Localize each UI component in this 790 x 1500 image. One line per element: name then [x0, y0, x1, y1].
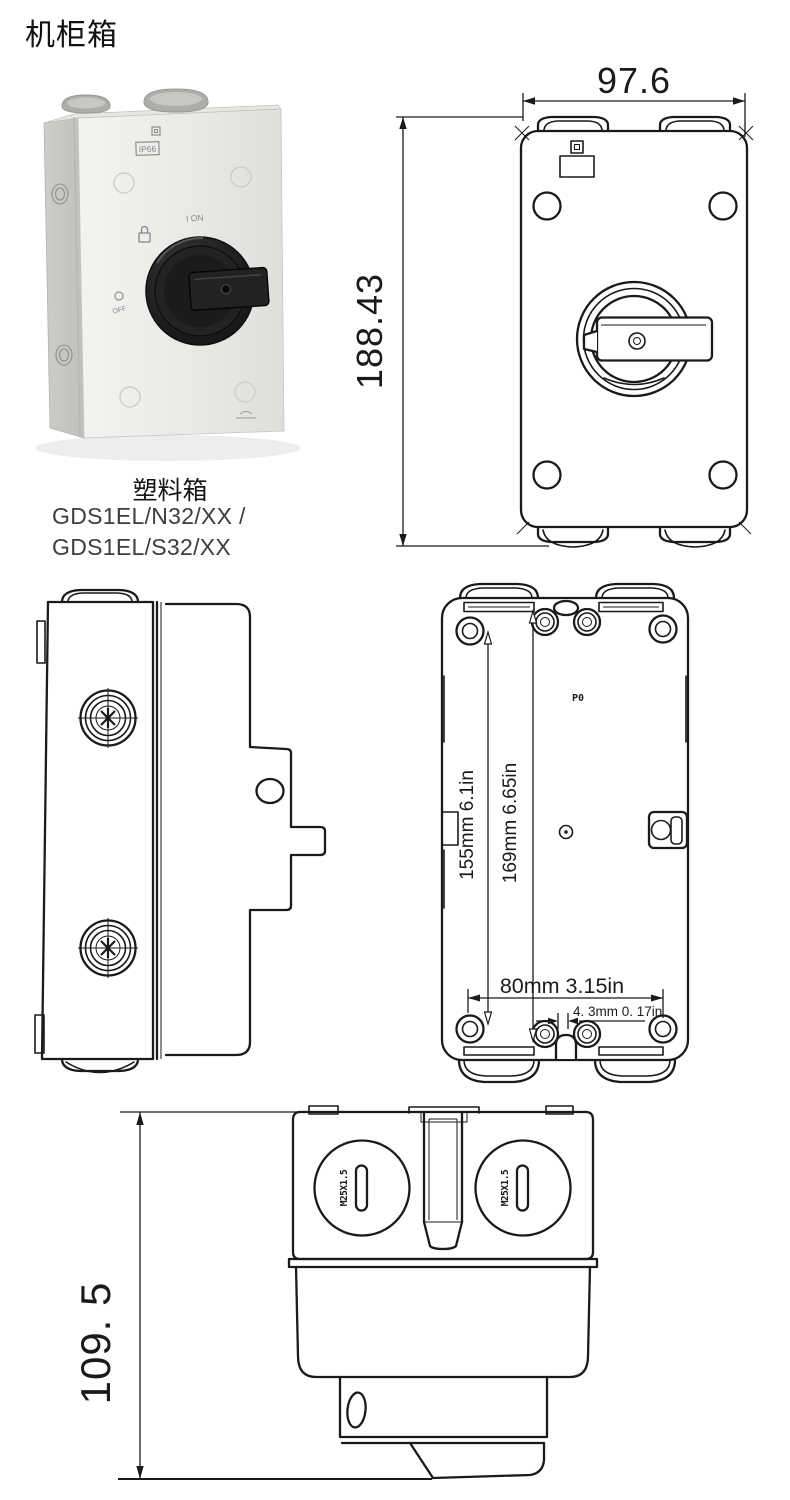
- top-dim-depth: 109. 5: [72, 1111, 432, 1480]
- side-view-drawing: [34, 588, 327, 1074]
- back-dim-80: 80mm 3.15in: [467, 974, 664, 1018]
- back-dim-80-label: 80mm 3.15in: [500, 974, 624, 998]
- product-models: GDS1EL/N32/XX / GDS1EL/S32/XX: [52, 501, 246, 563]
- photo-shadow: [36, 435, 300, 461]
- rotary-switch-knob: [145, 236, 270, 346]
- on-position-label: I ON: [186, 212, 204, 223]
- off-dot: [114, 291, 124, 301]
- back-dim-169-label: 169mm 6.65in: [500, 763, 521, 883]
- model-number-1: GDS1EL/N32/XX /: [52, 503, 246, 529]
- back-dim-slot: 4. 3mm 0. 17in: [536, 1004, 662, 1029]
- gland-thread-right-label: M25X1.5: [500, 1169, 511, 1206]
- front-enclosure: [514, 115, 754, 548]
- back-marking: P0: [572, 693, 584, 704]
- front-dim-width: 97.6: [522, 60, 746, 137]
- top-depth-dimension: 109. 5: [72, 1282, 119, 1405]
- square-icon: [151, 126, 161, 136]
- foot-logo-mark: [236, 411, 256, 419]
- model-number-2: GDS1EL/S32/XX: [52, 534, 232, 560]
- gland-thread-left-label: M25X1.5: [339, 1169, 350, 1206]
- ip-rating-plate: [135, 140, 160, 157]
- front-face-markings: IP66 I ON OFF: [51, 126, 256, 419]
- top-enclosure: M25X1.5 M25X1.5: [287, 1105, 599, 1480]
- back-dim-155: 155mm 6.1in: [457, 629, 493, 1027]
- product-caption: 塑料箱: [132, 477, 208, 505]
- top-view-drawing: 109. 5 M25X1.5 M25X1.5: [72, 1105, 599, 1480]
- product-photo: IP66 I ON OFF: [36, 88, 300, 461]
- side-knockouts: [51, 183, 73, 366]
- front-height-dimension: 188.43: [349, 273, 390, 389]
- back-dim-slot-label: 4. 3mm 0. 17in: [573, 1004, 662, 1019]
- cable-gland-caps: [61, 88, 209, 114]
- corner-screw-marks: [113, 166, 256, 408]
- back-view-drawing: P0 155mm 6.1in 169mm 6.65in 80mm 3.15in: [440, 582, 690, 1084]
- side-knockout-lower: [78, 918, 138, 978]
- back-dim-169: 169mm 6.65in: [500, 608, 538, 1044]
- side-enclosure: [34, 588, 327, 1074]
- front-dim-height: 188.43: [349, 116, 549, 547]
- ip-rating-label: IP66: [139, 144, 157, 155]
- page-title: 机柜箱: [25, 19, 118, 52]
- padlock-icon: [138, 225, 151, 243]
- side-knockout-upper: [78, 688, 138, 748]
- front-view-drawing: 97.6 188.43: [349, 60, 754, 548]
- off-position-label: OFF: [112, 305, 127, 316]
- front-width-dimension: 97.6: [597, 60, 671, 101]
- back-enclosure: P0: [440, 582, 690, 1084]
- front-switch-handle: [582, 316, 714, 362]
- switch-handle: [188, 266, 270, 312]
- front-switch: [575, 280, 714, 398]
- back-dim-155-label: 155mm 6.1in: [457, 770, 478, 880]
